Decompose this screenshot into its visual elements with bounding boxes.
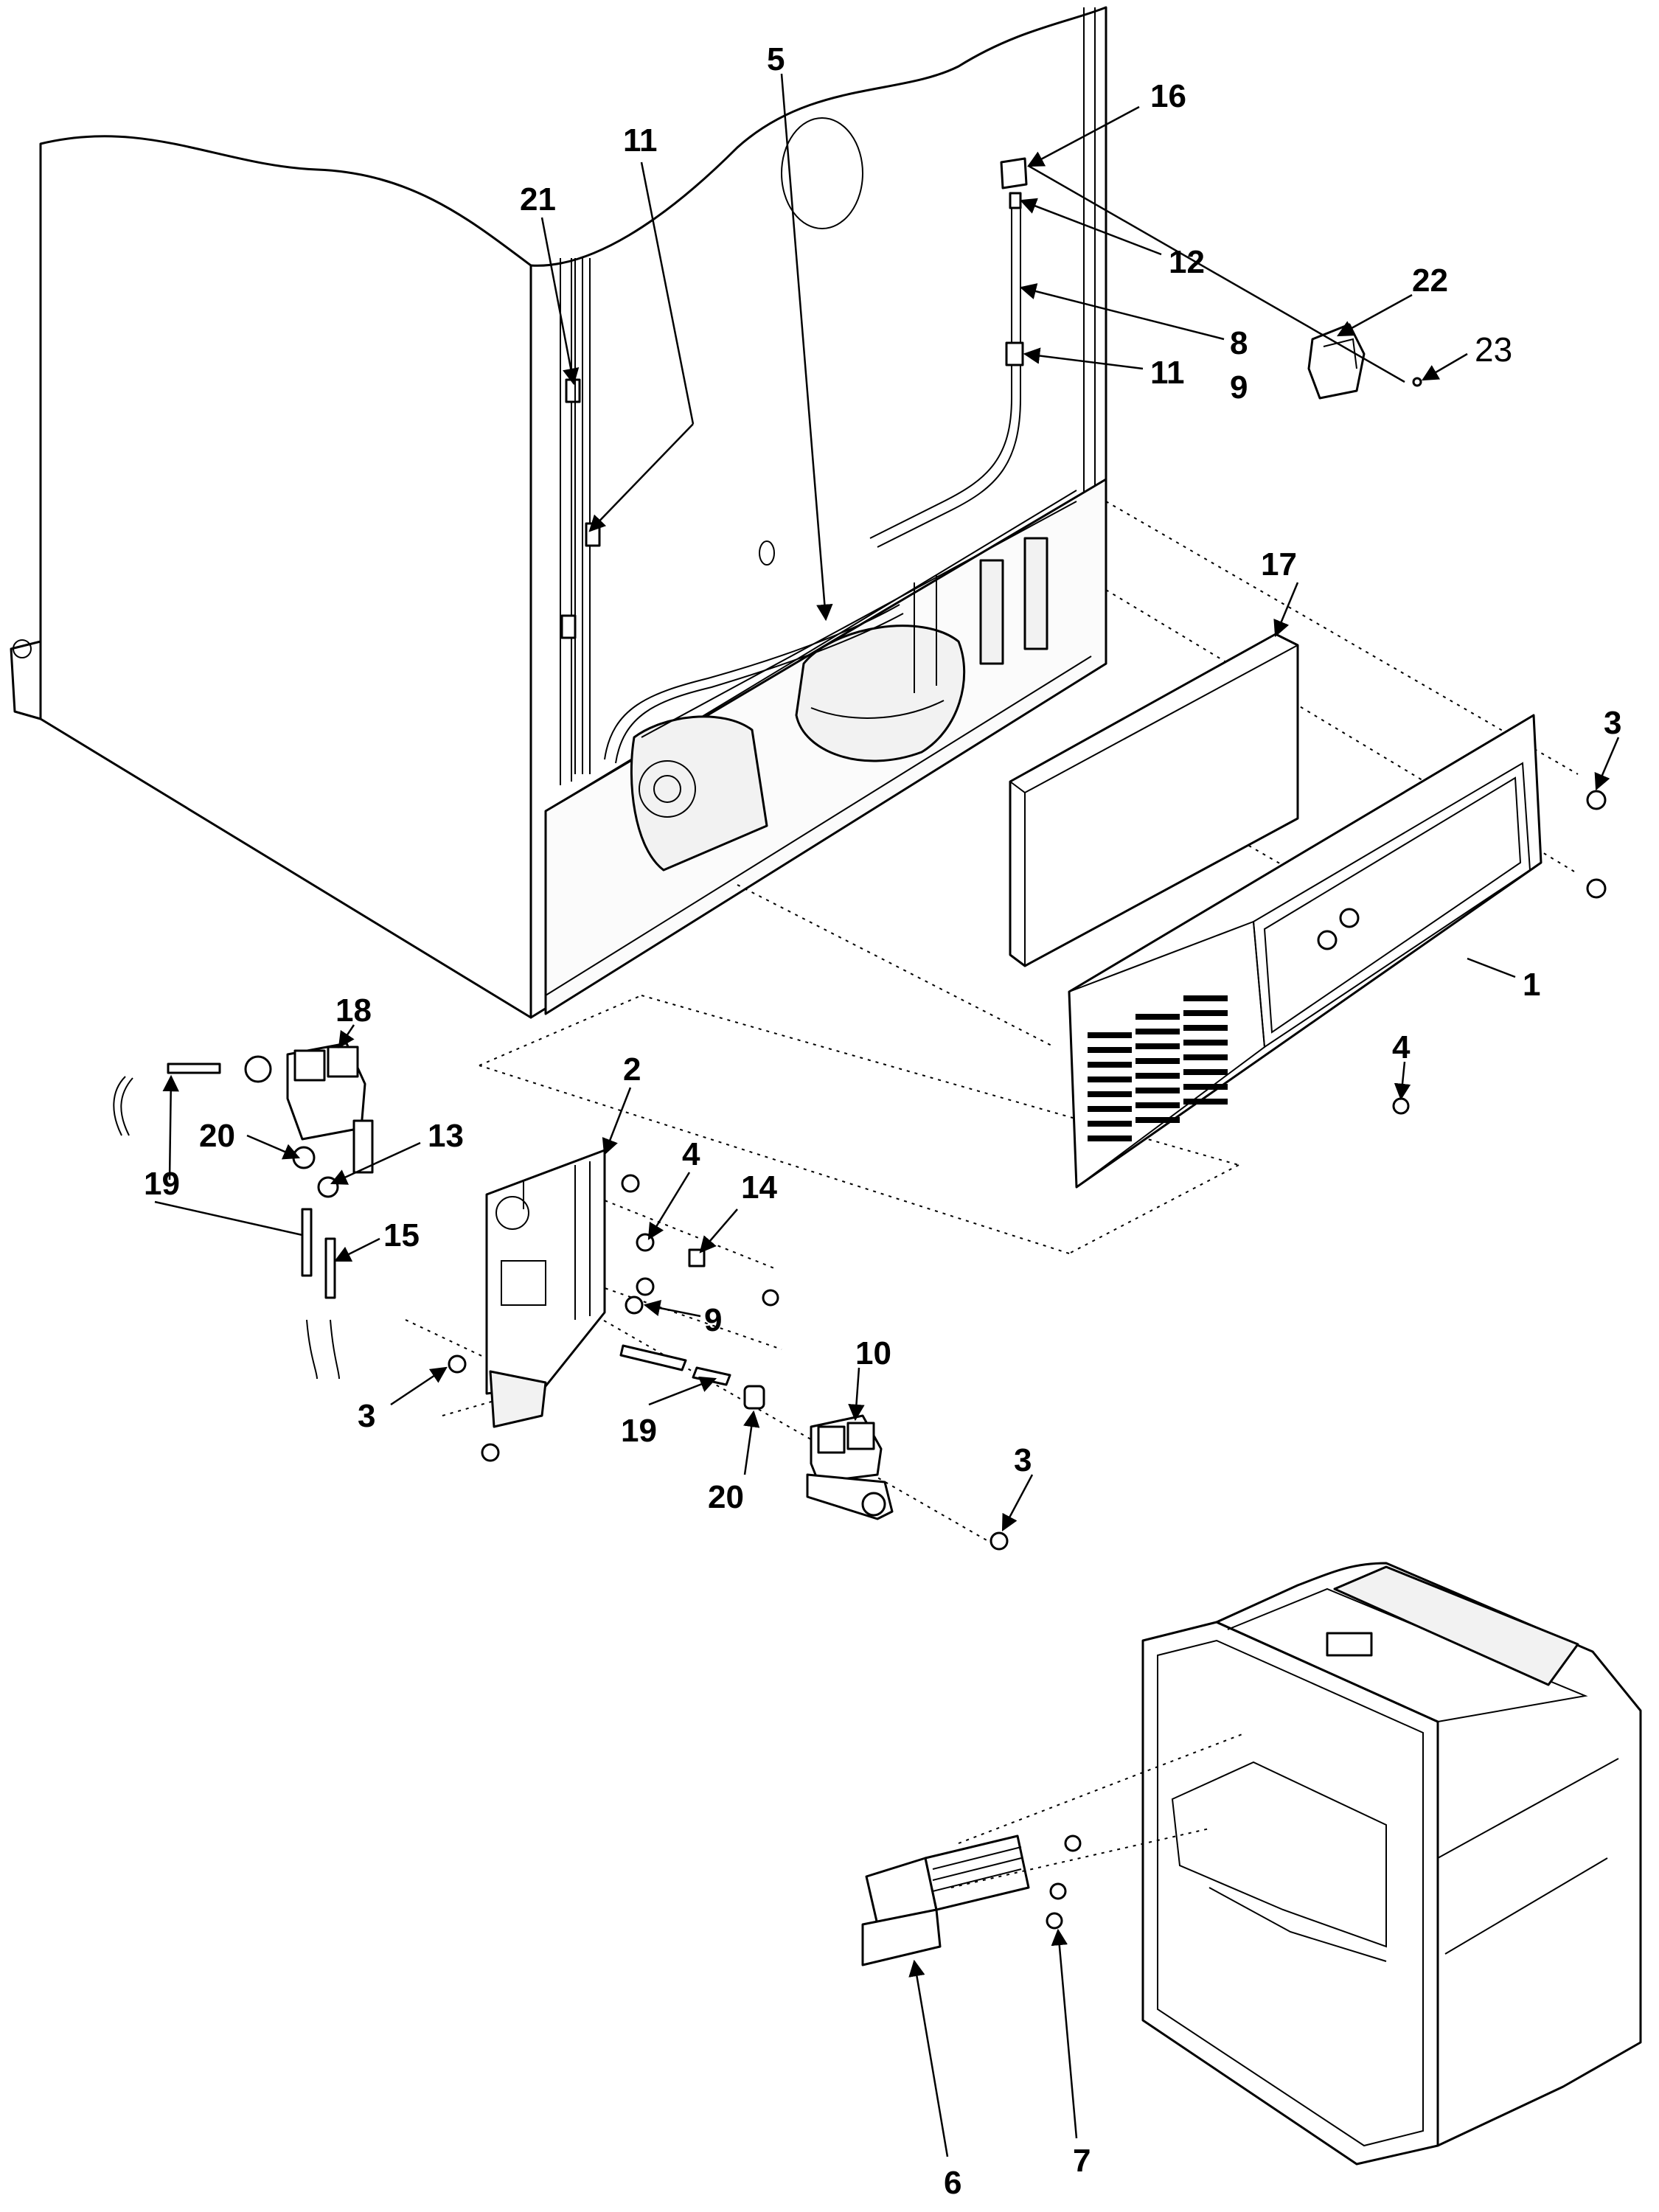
- callout-21: 21: [520, 181, 556, 218]
- callout-2: 2: [623, 1051, 641, 1088]
- dispenser-cap: [1307, 323, 1422, 400]
- callout-19: 19: [621, 1413, 657, 1449]
- callout-3: 3: [358, 1398, 375, 1434]
- screws: [448, 790, 1607, 1930]
- small-fitting: [688, 1248, 706, 1267]
- callout-8: 8: [1230, 325, 1248, 361]
- dual-water-valve: [113, 1042, 374, 1380]
- leader-lines: [154, 73, 1620, 2157]
- callout-labels: 5 11 21 16 12 22 23 8 9 11 17 3 1 4 18 2…: [144, 41, 1621, 2201]
- callout-14: 14: [741, 1169, 777, 1206]
- callout-19: 19: [144, 1166, 180, 1202]
- callout-4: 4: [1392, 1029, 1411, 1065]
- callout-9: 9: [704, 1302, 722, 1338]
- callout-12: 12: [1169, 244, 1205, 280]
- valve-bracket: [485, 1149, 606, 1428]
- refrigerator-cabinet: [10, 6, 1107, 1019]
- callout-18: 18: [335, 992, 372, 1029]
- callout-10: 10: [855, 1335, 891, 1371]
- callout-15: 15: [383, 1217, 420, 1253]
- callout-16: 16: [1150, 78, 1186, 114]
- ice-maker: [861, 1834, 1030, 1966]
- callout-11: 11: [623, 122, 658, 159]
- callout-17: 17: [1261, 546, 1297, 582]
- callout-9: 9: [1230, 369, 1248, 406]
- rear-access-cover: [1068, 714, 1543, 1189]
- callout-11: 11: [1150, 355, 1185, 391]
- callout-20: 20: [708, 1479, 744, 1515]
- callout-7: 7: [1073, 2143, 1091, 2179]
- callout-6: 6: [944, 2165, 961, 2201]
- freezer-compartment: [950, 1562, 1642, 2166]
- callout-1: 1: [1523, 967, 1540, 1003]
- callout-20: 20: [199, 1118, 235, 1154]
- callout-13: 13: [428, 1118, 464, 1154]
- callout-3: 3: [1604, 705, 1621, 741]
- cover-grille: [1088, 995, 1228, 1141]
- callout-3: 3: [1014, 1442, 1032, 1478]
- callout-4: 4: [682, 1136, 700, 1172]
- callout-5: 5: [767, 41, 785, 77]
- single-water-valve: [619, 1344, 894, 1520]
- callout-23: 23: [1475, 330, 1512, 369]
- callout-22: 22: [1412, 262, 1448, 299]
